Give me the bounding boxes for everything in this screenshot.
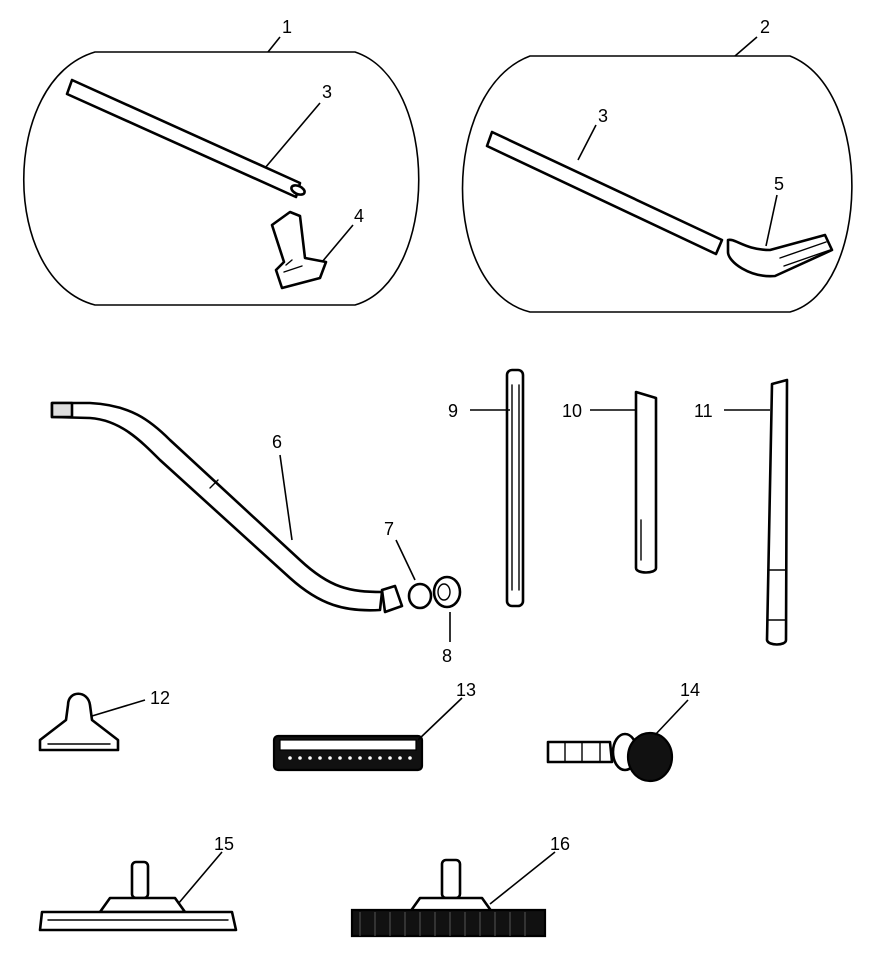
part-9-wand bbox=[505, 368, 525, 608]
part-13-dusting-tool bbox=[272, 734, 424, 772]
kit-1-outline bbox=[22, 51, 420, 306]
leader-lines bbox=[91, 36, 778, 905]
part-3-wand-kit2 bbox=[485, 130, 724, 256]
part-8-nut bbox=[432, 575, 462, 609]
callout-12: 12 bbox=[150, 688, 170, 708]
callout-10: 10 bbox=[562, 401, 582, 421]
part-12-upholstery-nozzle bbox=[38, 692, 120, 752]
callout-9: 9 bbox=[448, 401, 458, 421]
part-11-crevice-wand bbox=[765, 378, 789, 646]
callout-15: 15 bbox=[214, 834, 234, 854]
part-5-bent-wand bbox=[726, 233, 834, 278]
part-10-crevice-tool bbox=[634, 390, 658, 574]
callout-11: 11 bbox=[694, 401, 713, 421]
callout-6: 6 bbox=[272, 432, 282, 452]
part-6-curved-wand bbox=[50, 401, 404, 614]
part-3-wand-kit1 bbox=[65, 78, 306, 199]
part-15-floor-tool bbox=[38, 860, 238, 932]
callout-4: 4 bbox=[354, 206, 364, 226]
callout-5: 5 bbox=[774, 174, 784, 194]
callout-14: 14 bbox=[680, 680, 700, 700]
callout-8: 8 bbox=[442, 646, 452, 666]
callout-16: 16 bbox=[550, 834, 570, 854]
part-7-ring bbox=[407, 582, 433, 610]
callout-2: 2 bbox=[760, 17, 770, 37]
callout-1: 1 bbox=[282, 17, 292, 37]
callout-3-kit2: 3 bbox=[598, 106, 608, 126]
callout-3-kit1: 3 bbox=[322, 82, 332, 102]
part-16-floor-brush bbox=[350, 858, 547, 938]
callout-13: 13 bbox=[456, 680, 476, 700]
part-4-nozzle bbox=[270, 210, 328, 290]
kit-2-outline bbox=[461, 55, 853, 313]
callout-7: 7 bbox=[384, 519, 394, 539]
part-14-round-brush bbox=[546, 731, 674, 783]
